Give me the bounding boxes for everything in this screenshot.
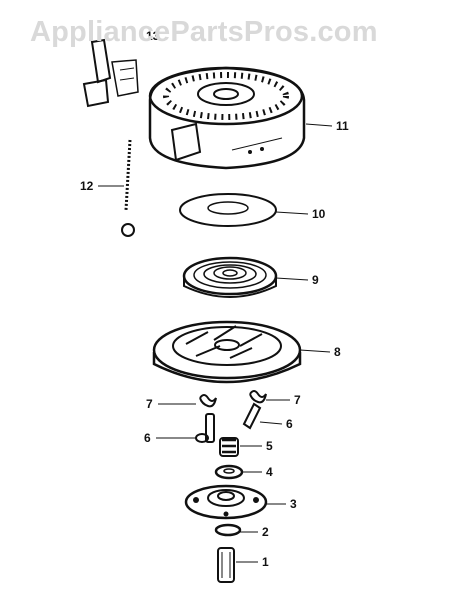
part-5-brake-spring	[219, 437, 262, 457]
callout-7-left: 7	[146, 397, 153, 411]
callout-6-left: 6	[144, 431, 151, 445]
site-watermark: AppliancePartsPros.com	[30, 16, 378, 48]
part-9-recoil-spring	[182, 256, 309, 298]
part-10-spring-retainer-plate	[179, 193, 309, 227]
callout-9: 9	[312, 273, 319, 287]
part-11-starter-housing	[148, 66, 333, 170]
part-8-rope-pulley	[152, 320, 331, 384]
part-2-washer	[214, 523, 258, 537]
callout-8: 8	[334, 345, 341, 359]
part-6-right-pawl	[242, 402, 283, 430]
callout-11: 11	[336, 119, 349, 133]
part-6-left-pawl	[156, 413, 215, 443]
callout-7-right: 7	[294, 393, 301, 407]
callout-3: 3	[290, 497, 297, 511]
callout-5: 5	[266, 439, 273, 453]
part-13-starter-handle	[82, 38, 139, 108]
callout-12: 12	[80, 179, 94, 193]
callout-13: 13	[146, 29, 160, 43]
callout-6-right: 6	[286, 417, 293, 431]
callout-1: 1	[262, 555, 269, 569]
part-7-right-pawl-spring	[249, 390, 290, 404]
part-7-left-pawl-spring	[158, 394, 217, 408]
part-12-starter-rope	[98, 139, 135, 237]
callout-10: 10	[312, 207, 326, 221]
callout-4: 4	[266, 465, 273, 479]
part-4-washer	[214, 464, 262, 480]
part-1-center-screw	[217, 547, 258, 583]
part-3-pawl-retainer	[184, 484, 286, 520]
callout-2: 2	[262, 525, 269, 539]
